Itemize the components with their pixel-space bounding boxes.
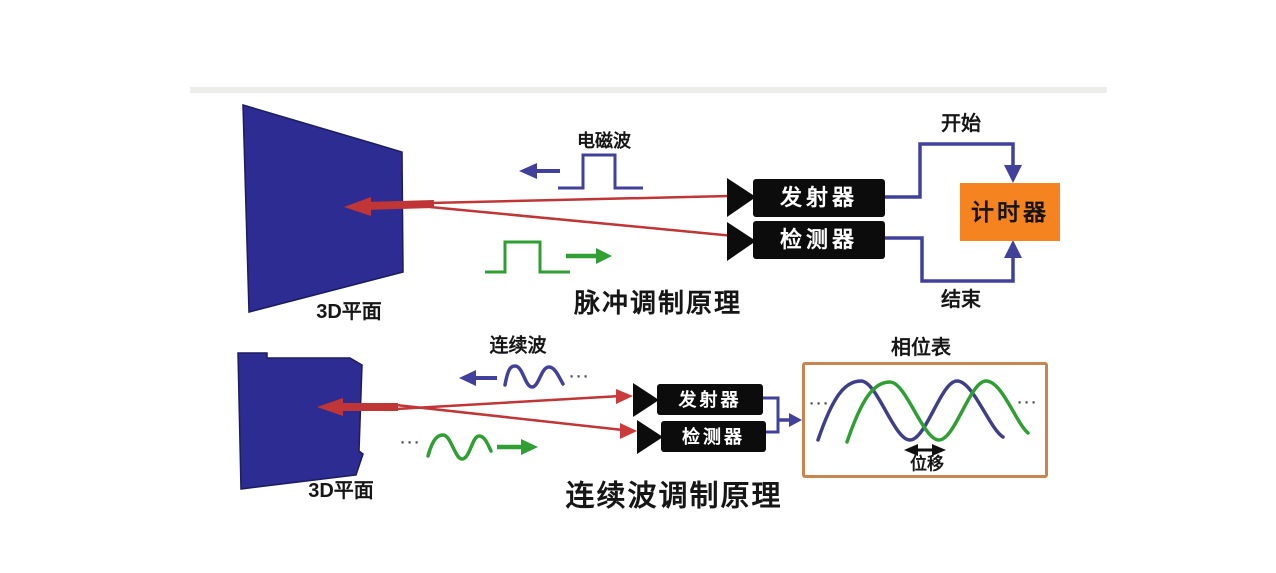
laser-arrowhead-detector [620,423,637,439]
detector-box-top: 检测器 [753,221,885,259]
transmitter-triangle-icon [727,178,756,217]
cw-diagram-shapes [237,352,1030,490]
target-panel-top [242,103,404,313]
laser-beams-bottom [317,389,637,439]
timer-wiring [884,142,1015,283]
target-label-bottom: 3D平面 [308,480,374,502]
cw-wave-label: 连续波 [489,335,547,357]
detector-box-bottom: 检测器 [661,421,766,452]
return-pulse-waveform [485,240,597,274]
em-wave-label: 电磁波 [577,131,631,151]
start-arrowhead-icon [1004,165,1022,183]
phase-wiring [762,396,780,434]
right-arrow-icon [789,413,802,427]
laser-beams-top [344,194,748,244]
ellipsis-phase-left: ··· [809,395,831,413]
cw-return-wave [426,433,493,461]
ellipsis-outgoing-wave: ··· [569,368,591,386]
ellipsis-phase-right: ··· [1017,394,1039,412]
detector-triangle-icon [727,222,756,261]
phase-meter-label: 相位表 [891,337,951,359]
laser-arrowhead-transmitter [616,389,633,404]
timer-box: 计时器 [960,183,1060,241]
shift-label: 位移 [910,454,944,474]
cw-outgoing-wave [503,364,565,389]
right-arrow-icon [596,248,612,264]
ellipsis-return-wave: ··· [400,434,422,452]
em-pulse-waveform [534,153,643,190]
phase-shifted-wave [845,379,1030,444]
transmitter-box-bottom: 发射器 [657,384,763,415]
laser-arrowhead-left [344,197,371,216]
transmitter-box-top: 发射器 [753,179,885,217]
transmitter-triangle-icon [633,383,659,417]
target-label-top: 3D平面 [316,301,382,323]
shift-arrowhead-left [904,444,918,456]
phase-meter-box [802,362,1048,478]
right-arrow-icon [521,439,538,455]
pulse-diagram-shapes [242,103,1022,313]
start-label: 开始 [941,113,981,135]
end-label: 结束 [941,289,981,311]
detector-triangle-icon [637,420,663,454]
end-arrowhead-icon [1004,240,1022,258]
image-top-band [190,87,1107,93]
left-arrow-icon [459,370,476,386]
pulse-caption: 脉冲调制原理 [573,288,743,318]
target-panel-bottom [237,352,364,490]
left-arrow-icon [519,163,537,179]
shift-arrowhead-right [932,444,946,456]
laser-arrowhead-left [317,398,343,416]
cw-caption: 连续波调制原理 [565,480,783,513]
